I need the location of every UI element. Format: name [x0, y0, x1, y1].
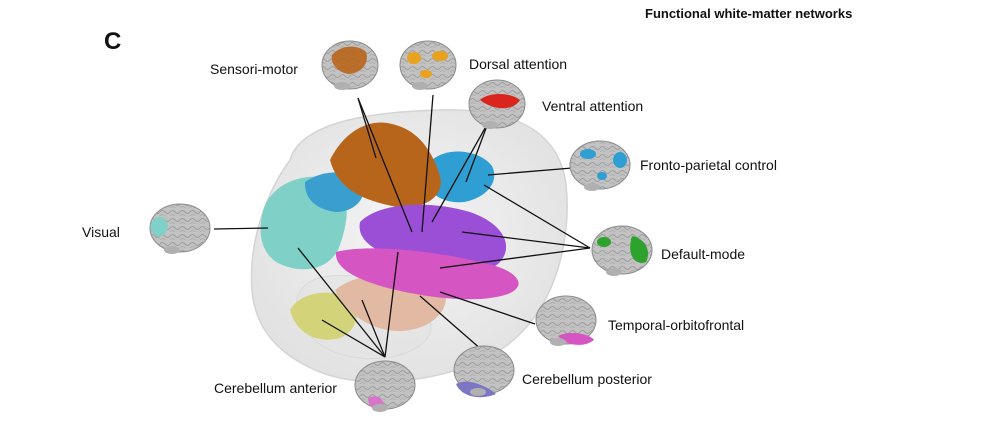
- figure-title: Functional white-matter networks: [645, 6, 853, 21]
- blob-fronto-parietal: [426, 151, 495, 203]
- thumb-ventral-attention: [468, 79, 526, 129]
- label-cerebellum-posterior: Cerebellum posterior: [522, 371, 652, 387]
- thumb-fronto-parietal-control: [569, 140, 631, 191]
- panel-letter: C: [104, 28, 122, 55]
- label-default-mode: Default-mode: [661, 246, 746, 262]
- thumb-default-mode: [591, 225, 653, 276]
- blob-temporal-orbitofrontal: [335, 248, 519, 300]
- label-ventral-attention: Ventral attention: [542, 98, 644, 114]
- thumb-temporal-orbitofrontal: [535, 295, 597, 346]
- blob-cerebellum-anterior: [290, 292, 357, 340]
- thumb-visual: [149, 203, 211, 254]
- label-visual: Visual: [82, 224, 120, 240]
- label-sensori-motor: Sensori-motor: [210, 61, 298, 77]
- thumb-sensori-motor: [321, 40, 379, 90]
- label-cerebellum-anterior: Cerebellum anterior: [214, 380, 337, 396]
- connector-lines: [213, 94, 591, 358]
- label-fronto-parietal-control: Fronto-parietal control: [640, 157, 777, 173]
- label-dorsal-attention: Dorsal attention: [469, 56, 568, 72]
- thumb-dorsal-attention: [399, 40, 457, 90]
- label-temporal-orbitofrontal: Temporal-orbitofrontal: [608, 317, 745, 333]
- thumb-cerebellum-posterior: [453, 345, 515, 398]
- thumb-cerebellum-anterior: [354, 360, 416, 412]
